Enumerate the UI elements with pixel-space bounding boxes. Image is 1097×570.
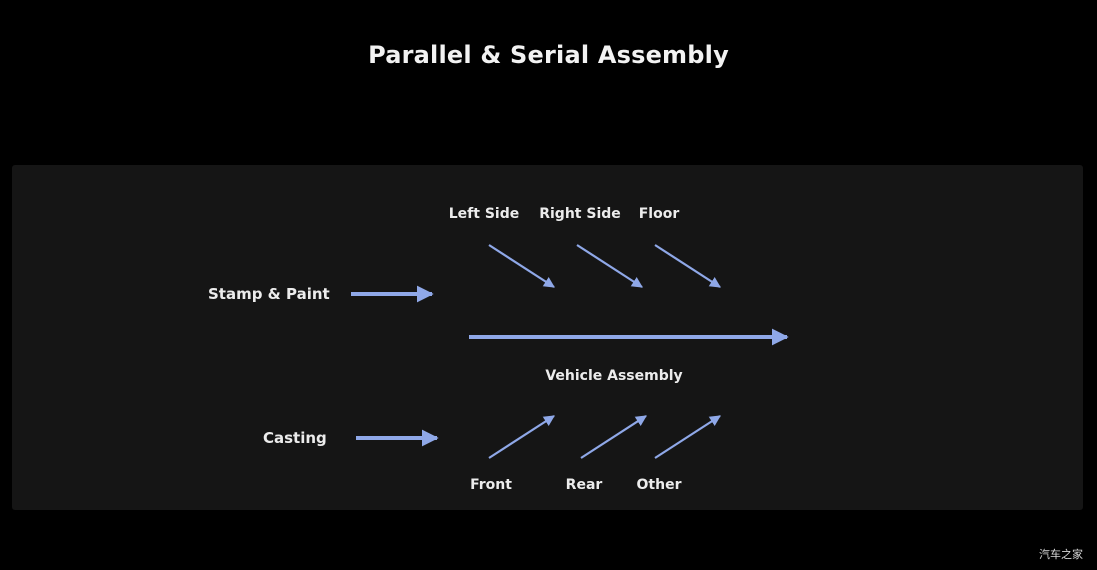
vehicle-assembly-label: Vehicle Assembly bbox=[545, 368, 683, 384]
front-label: Front bbox=[470, 477, 512, 493]
page-title: Parallel & Serial Assembly bbox=[368, 41, 729, 69]
casting-label: Casting bbox=[263, 429, 327, 447]
stamp-paint-label: Stamp & Paint bbox=[208, 285, 330, 303]
right-side-label: Right Side bbox=[539, 206, 621, 222]
rear-label: Rear bbox=[565, 477, 603, 493]
floor-label: Floor bbox=[638, 206, 680, 222]
floor-arrow bbox=[654, 244, 721, 288]
other-arrow bbox=[654, 415, 721, 459]
left-side-label: Left Side bbox=[448, 206, 520, 222]
watermark: 汽车之家 bbox=[1039, 548, 1083, 561]
left-side-arrow bbox=[488, 244, 555, 288]
front-arrow bbox=[488, 415, 555, 459]
other-label: Other bbox=[636, 477, 682, 493]
right-side-arrow bbox=[576, 244, 643, 288]
rear-arrow bbox=[580, 415, 647, 459]
